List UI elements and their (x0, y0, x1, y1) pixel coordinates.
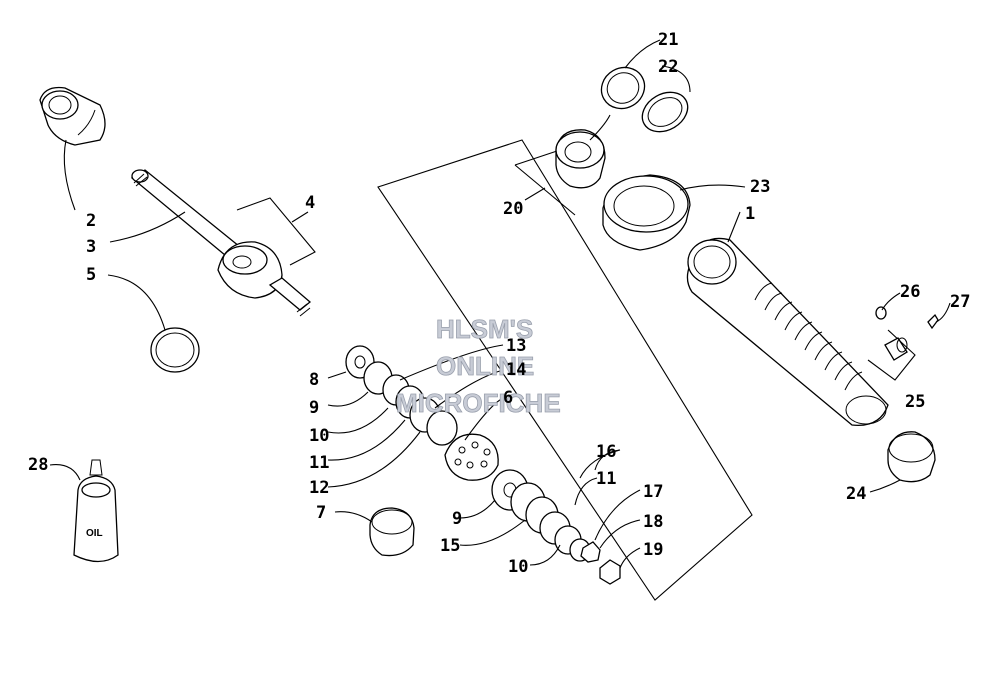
callout-3: 3 (86, 237, 96, 257)
callout-22: 22 (658, 57, 678, 77)
callout-25: 25 (905, 392, 925, 412)
callout-11a: 11 (309, 453, 329, 473)
callout-6: 6 (503, 388, 513, 408)
part-6-piston (444, 433, 499, 481)
callout-8: 8 (309, 370, 319, 390)
part-25-valve-fitting (884, 337, 908, 361)
callout-4: 4 (305, 193, 315, 213)
part-1-shock-body (686, 237, 889, 426)
part-26-o-ring (875, 306, 887, 320)
part-20-cap (555, 129, 606, 189)
callout-27: 27 (950, 292, 970, 312)
callout-1: 1 (745, 204, 755, 224)
callout-18: 18 (643, 512, 663, 532)
bracket-4 (236, 197, 316, 266)
oil-bottle-label: OIL (86, 528, 103, 539)
callout-17: 17 (643, 482, 663, 502)
callout-9b: 9 (452, 509, 462, 529)
callout-12: 12 (309, 478, 329, 498)
callout-2: 2 (86, 211, 96, 231)
callout-20: 20 (503, 199, 523, 219)
watermark-line-2: ONLINE (436, 351, 534, 381)
watermark: HLSM'S ONLINE MICROFICHE (396, 314, 561, 419)
callout-16: 16 (596, 442, 616, 462)
callout-23: 23 (750, 177, 770, 197)
part-24-bushing (887, 431, 936, 483)
part-22-ring (641, 91, 689, 133)
part-3-shaft (130, 169, 252, 266)
callout-28: 28 (28, 455, 48, 475)
part-28-oil-bottle: OIL (73, 459, 119, 563)
callout-10a: 10 (309, 426, 329, 446)
part-2-eyelet (39, 86, 106, 146)
valve-stack-lower (491, 469, 621, 585)
callout-13: 13 (506, 336, 526, 356)
callout-11b: 11 (596, 469, 616, 489)
leader-lines (49, 39, 951, 569)
callout-9a: 9 (309, 398, 319, 418)
callout-7: 7 (316, 503, 326, 523)
part-5-o-ring (150, 327, 200, 373)
callout-10b: 10 (508, 557, 528, 577)
part-21-ring (600, 66, 646, 110)
callout-26: 26 (900, 282, 920, 302)
callout-15: 15 (440, 536, 460, 556)
part-27-cap-screw (927, 313, 939, 330)
valve-stack-upper (345, 345, 458, 446)
valve-stack-group-outline (377, 139, 753, 601)
callout-14: 14 (506, 360, 526, 380)
part-7-piston-band (369, 507, 415, 557)
part-4-seal-head (217, 241, 312, 317)
watermark-line-1: HLSM'S (436, 314, 533, 344)
callout-19: 19 (643, 540, 663, 560)
callout-5: 5 (86, 265, 96, 285)
part-23-spring-retainer (602, 174, 691, 251)
callout-24: 24 (846, 484, 866, 504)
callout-21: 21 (658, 30, 678, 50)
watermark-line-3: MICROFICHE (396, 388, 561, 418)
callout-labels: 1 2 3 4 5 6 7 8 9 10 11 12 13 14 9 15 10… (28, 30, 970, 577)
